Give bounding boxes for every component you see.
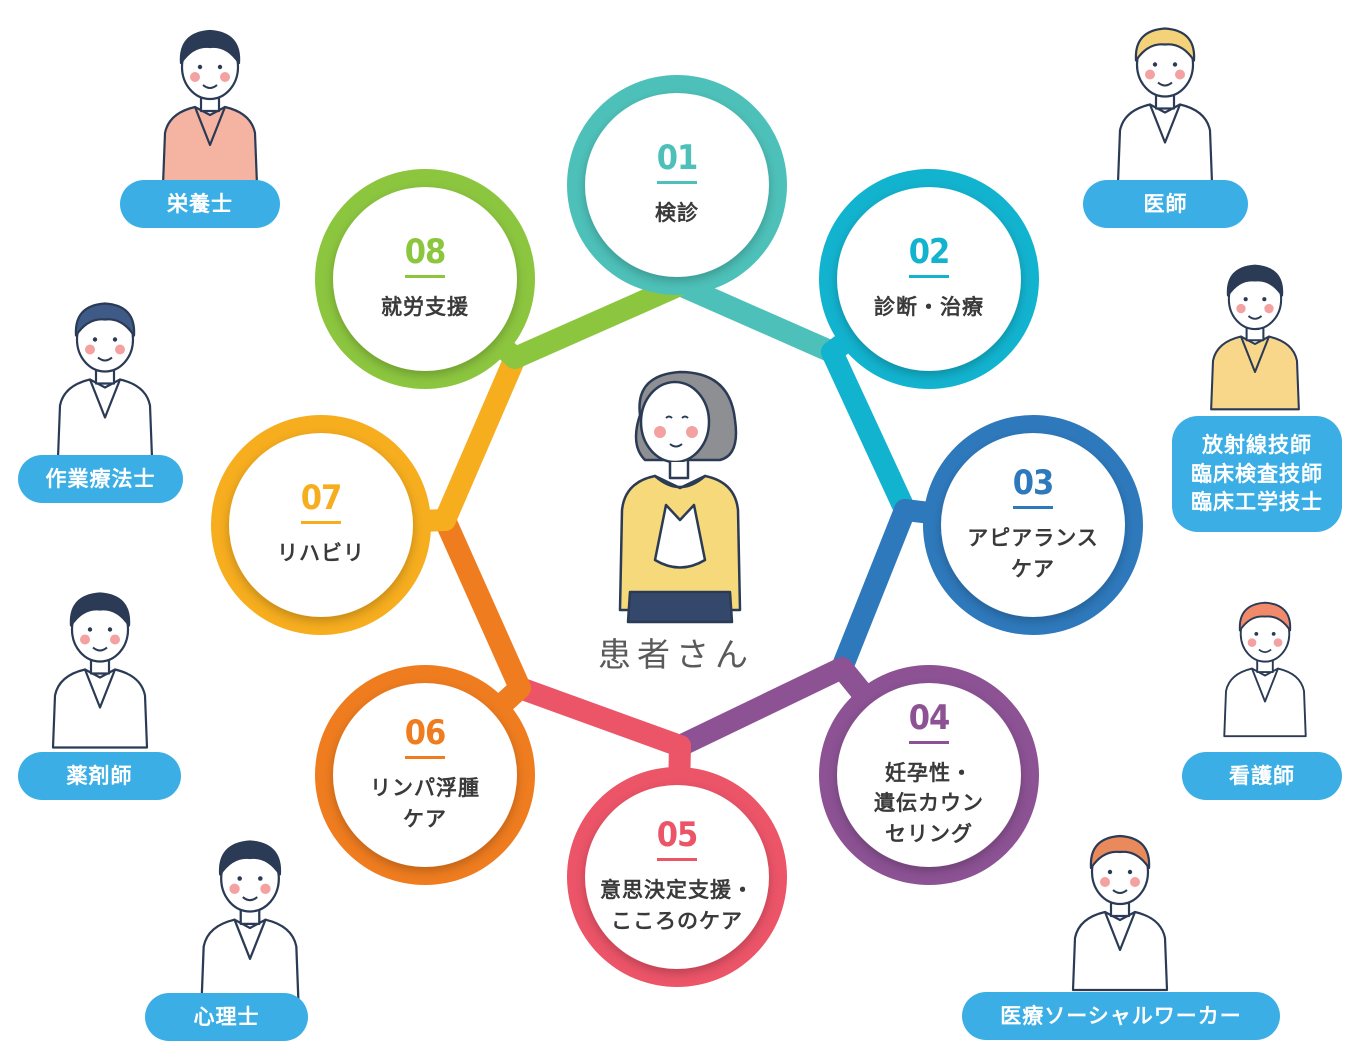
- step-08: 08 就労支援: [330, 184, 520, 374]
- step-label: リンパ浮腫 ケア: [370, 776, 480, 831]
- technician-illustration: [1210, 264, 1300, 411]
- step-number: 05: [656, 818, 698, 862]
- role-social-worker: 医療ソーシャルワーカー: [962, 992, 1280, 1040]
- ring-inner: [585, 93, 769, 277]
- ring-inner: [837, 683, 1021, 867]
- step-03: 03 アピアランス ケア: [938, 430, 1128, 620]
- ring-inner: [585, 785, 769, 969]
- step-label: 検診: [655, 201, 699, 226]
- connector-band: [434, 347, 526, 531]
- connector-band: [821, 341, 916, 521]
- step-number: 08: [404, 235, 446, 279]
- ring-inner: [837, 187, 1021, 371]
- ring-inner: [333, 187, 517, 371]
- role-dietitian: 栄養士: [120, 180, 280, 228]
- step-number: 03: [1012, 466, 1054, 510]
- dietitian-illustration: [161, 29, 259, 185]
- ring-inner: [229, 433, 413, 617]
- connector-band: [669, 657, 853, 757]
- ring-inner: [333, 683, 517, 867]
- step-label: アピアランス ケア: [967, 526, 1099, 581]
- step-05: 05 意思決定支援・ こころのケア: [582, 782, 772, 972]
- role-radiology-lab-clinical-engineering: 放射線技師 臨床検査技師 臨床工学技士: [1172, 416, 1342, 532]
- step-06: 06 リンパ浮腫 ケア: [330, 680, 520, 870]
- step-label: 診断・治療: [874, 295, 984, 320]
- step-04: 04 妊孕性・ 遺伝カウン セリング: [834, 680, 1024, 870]
- connector-band: [504, 274, 691, 369]
- step-number: 06: [404, 716, 446, 760]
- role-pharmacist: 薬剤師: [18, 752, 181, 800]
- step-label: リハビリ: [277, 541, 365, 566]
- connector-band: [669, 274, 843, 363]
- connector-band: [434, 509, 531, 699]
- step-07: 07 リハビリ: [226, 430, 416, 620]
- patient-label: 患者さん: [598, 635, 754, 674]
- occupational-therapist-illustration: [56, 302, 154, 459]
- step-label: 妊孕性・ 遺伝カウン セリング: [874, 760, 984, 846]
- ring-inner: [941, 433, 1125, 617]
- patient-illustration: [618, 370, 742, 624]
- role-psychologist: 心理士: [145, 993, 308, 1041]
- role-nurse: 看護師: [1182, 752, 1342, 800]
- step-label: 就労支援: [381, 295, 469, 320]
- step-label: 意思決定支援・ こころのケア: [600, 878, 754, 933]
- nurse-illustration: [1223, 601, 1307, 738]
- role-doctor: 医師: [1083, 180, 1248, 228]
- step-number: 07: [300, 481, 342, 525]
- social-worker-illustration: [1071, 834, 1169, 992]
- doctor-illustration: [1116, 27, 1214, 184]
- step-number: 01: [656, 141, 698, 185]
- role-occupational-therapist: 作業療法士: [18, 455, 183, 503]
- step-number: 02: [908, 235, 950, 279]
- step-01: 01 検診: [582, 90, 772, 280]
- connector-band: [831, 499, 916, 679]
- psychologist-illustration: [200, 840, 300, 1000]
- step-02: 02 診断・治療: [834, 184, 1024, 374]
- step-rings: [211, 75, 1143, 987]
- connector-band: [509, 677, 691, 757]
- pharmacist-illustration: [51, 592, 149, 749]
- step-number: 04: [908, 701, 950, 744]
